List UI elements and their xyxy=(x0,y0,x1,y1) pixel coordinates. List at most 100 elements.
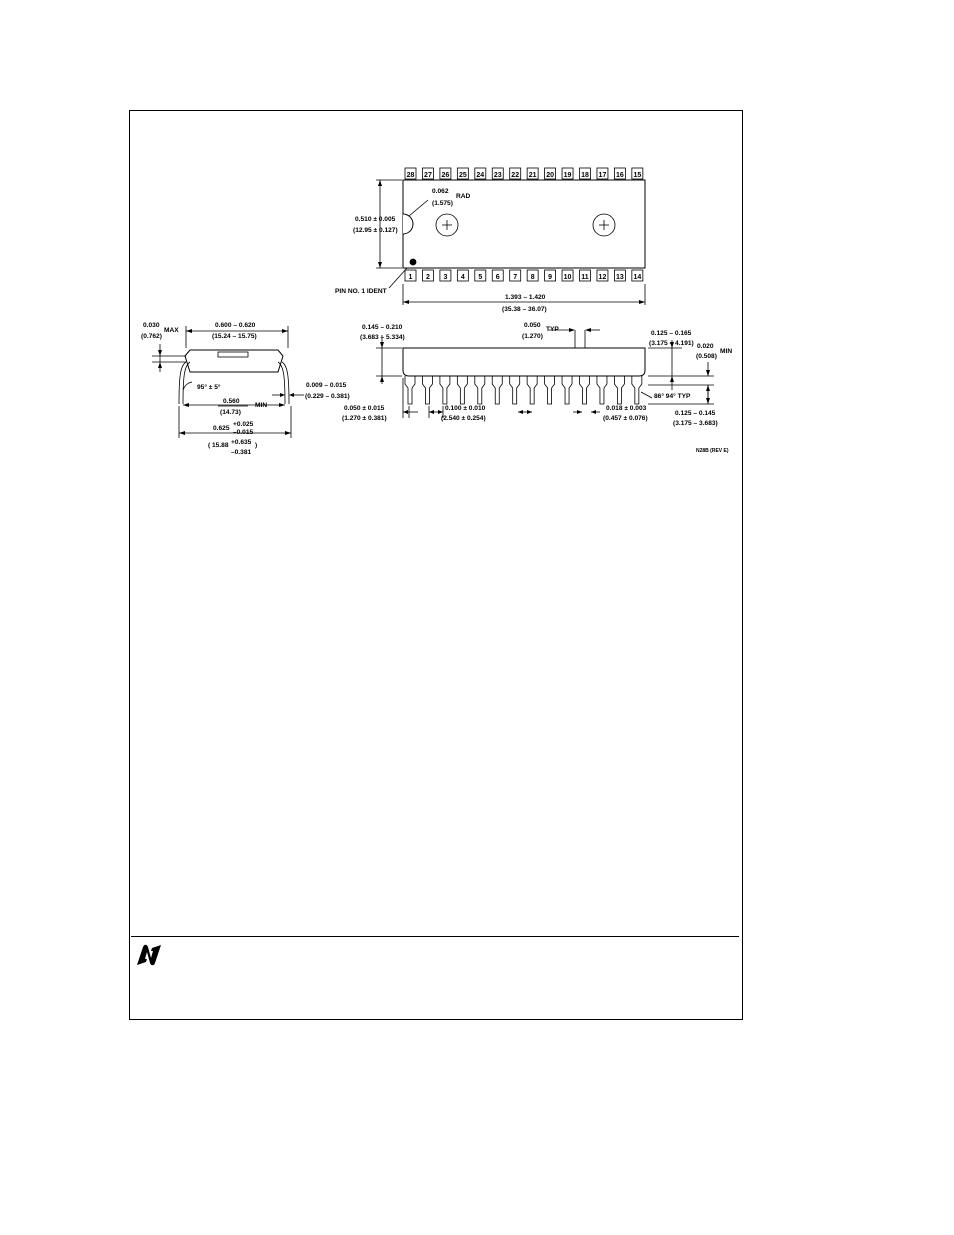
pin-number-3: 3 xyxy=(443,274,447,281)
end-view-body xyxy=(184,349,284,373)
side-standoff-suffix: MIN xyxy=(720,348,732,355)
side-seat-mm: (3.175 – 4.191) xyxy=(649,340,694,347)
end-angle: 95° ± 5° xyxy=(197,383,221,391)
pin-number-27: 27 xyxy=(424,172,432,179)
pin1-notch xyxy=(402,213,414,235)
end-span-value: 0.625 xyxy=(213,425,230,432)
side-lead-1 xyxy=(404,376,416,405)
side-lead-13 xyxy=(614,376,625,405)
pin-number-14: 14 xyxy=(633,274,641,281)
page-frame xyxy=(129,110,743,1020)
body-width-mm: (12.95 ± 0.127) xyxy=(353,227,398,234)
side-lead-width-value: 0.018 ± 0.003 xyxy=(606,405,647,412)
footer-divider xyxy=(131,936,739,937)
side-lead-9 xyxy=(544,376,555,405)
pin-box-8 xyxy=(526,269,539,282)
side-lead-8 xyxy=(526,376,538,405)
pin-box-16 xyxy=(614,167,626,180)
pin-box-4 xyxy=(456,269,469,282)
end-min-suffix: MIN xyxy=(255,402,267,409)
pin-number-16: 16 xyxy=(616,172,624,179)
pin-number-26: 26 xyxy=(442,172,450,179)
pin-box-21 xyxy=(526,167,539,180)
end-min-value: 0.560 xyxy=(223,398,240,405)
pin-number-2: 2 xyxy=(426,274,430,281)
end-min-mm: (14.73) xyxy=(220,409,241,416)
end-span-paren-close: ) xyxy=(255,442,257,449)
side-typ-mm: (1.270) xyxy=(522,333,543,340)
pin-box-15 xyxy=(631,167,644,180)
body-length-value: 1.393 – 1.420 xyxy=(505,294,546,301)
side-standoff-mm: (0.508) xyxy=(696,353,717,360)
pin-number-5: 5 xyxy=(478,274,482,281)
side-lead-length-mm: (3.175 – 3.683) xyxy=(673,420,718,427)
side-typ-suffix: TYP xyxy=(546,326,559,333)
pin-number-20: 20 xyxy=(546,172,554,179)
pin-box-25 xyxy=(456,167,469,180)
pin-number-9: 9 xyxy=(548,274,552,281)
pin-number-12: 12 xyxy=(599,274,607,281)
pin-box-3 xyxy=(439,269,452,282)
pin-box-20 xyxy=(544,167,556,180)
side-lead-14 xyxy=(631,376,643,405)
pin-number-21: 21 xyxy=(529,172,537,179)
pin-number-4: 4 xyxy=(461,274,465,281)
pin-number-15: 15 xyxy=(633,172,641,179)
top-pin-boxes xyxy=(404,167,644,180)
side-height-mm: (3.683 – 5.334) xyxy=(360,334,405,341)
end-span-tol-plus: +0.025 xyxy=(233,421,254,428)
pin-number-23: 23 xyxy=(494,172,502,179)
rad-suffix: RAD xyxy=(456,193,471,200)
pin-box-1 xyxy=(404,269,417,282)
side-lead-6 xyxy=(491,376,503,405)
pin-box-2 xyxy=(422,269,434,282)
pin-number-17: 17 xyxy=(599,172,607,179)
side-lead-7 xyxy=(509,376,521,405)
side-standoff-value: 0.020 xyxy=(697,343,714,350)
side-shoulder-value: 0.050 ± 0.015 xyxy=(344,405,385,412)
pin-number-7: 7 xyxy=(513,274,517,281)
pin-box-22 xyxy=(509,167,522,180)
side-typ-value: 0.050 xyxy=(524,322,541,329)
pin-box-12 xyxy=(596,269,609,282)
end-lead-mm: (0.229 – 0.381) xyxy=(305,393,350,400)
side-lead-4 xyxy=(456,376,468,405)
side-pitch-mm: (2.540 ± 0.254) xyxy=(441,415,486,422)
national-semiconductor-logo xyxy=(137,944,161,966)
pin-box-24 xyxy=(474,167,487,180)
side-lead-length-value: 0.125 – 0.145 xyxy=(675,410,716,417)
side-angle-typ: 86° 94° TYP xyxy=(654,392,691,400)
end-span-mm-minus: –0.381 xyxy=(231,449,252,456)
pin-number-24: 24 xyxy=(476,172,484,179)
side-shoulder-mm: (1.270 ± 0.381) xyxy=(342,415,387,422)
pin-box-11 xyxy=(579,269,591,282)
side-lead-10 xyxy=(561,376,573,405)
pin-number-10: 10 xyxy=(564,274,572,281)
pin-number-13: 13 xyxy=(616,274,624,281)
side-lead-12 xyxy=(596,376,608,405)
end-max-mm: (0.762) xyxy=(141,333,162,340)
end-max-suffix: MAX xyxy=(164,327,179,334)
body-length-mm: (35.38 – 36.07) xyxy=(502,306,547,313)
side-view-leads xyxy=(404,376,643,405)
end-max-value: 0.030 xyxy=(143,322,160,329)
pin-box-18 xyxy=(579,167,591,180)
pin1-ident-dot xyxy=(409,258,417,266)
pin-box-28 xyxy=(404,167,417,180)
pin-number-19: 19 xyxy=(564,172,572,179)
side-view-body xyxy=(402,347,646,377)
pin-box-10 xyxy=(561,269,574,282)
pin-box-17 xyxy=(596,167,609,180)
side-lead-2 xyxy=(422,376,433,405)
pin-number-22: 22 xyxy=(511,172,519,179)
end-width-value: 0.600 – 0.620 xyxy=(215,322,256,329)
rad-mm: (1.575) xyxy=(432,200,453,207)
side-height-value: 0.145 – 0.210 xyxy=(362,324,403,331)
pin-box-5 xyxy=(474,269,487,282)
pin-number-8: 8 xyxy=(531,274,535,281)
end-view-lead-left xyxy=(178,361,187,405)
end-span-mm: 15.88 xyxy=(212,442,229,449)
side-lead-5 xyxy=(474,376,486,405)
side-seat-value: 0.125 – 0.165 xyxy=(651,330,692,337)
